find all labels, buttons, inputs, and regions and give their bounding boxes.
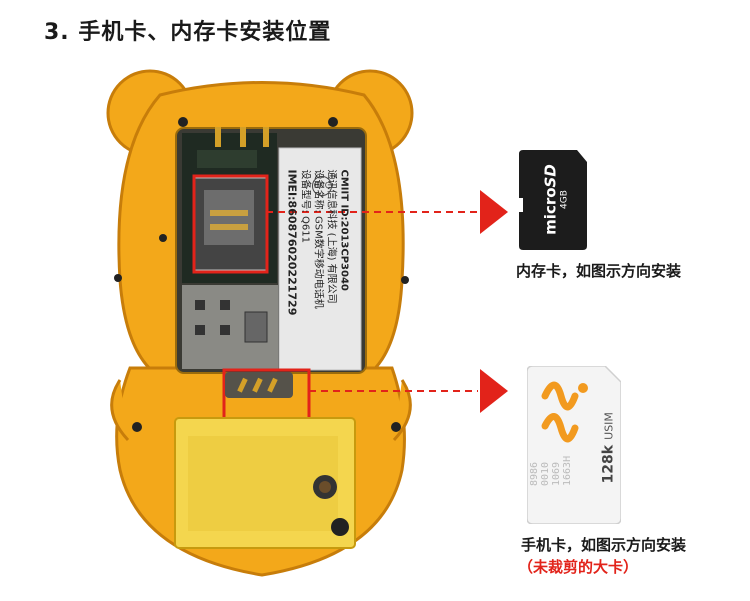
sim-card-caption: 手机卡，如图示方向安装 (521, 536, 687, 554)
sim-card: 128k USIM 8986 0010 1069 1663H (527, 366, 621, 524)
sticker-cmiit: CMIIT ID:2013CP3040 (338, 169, 350, 291)
microsd-sd-logo: SD (541, 164, 560, 188)
microsd-card: microSD 4GB (519, 150, 587, 250)
sticker-model: 设备型号: Q611 (299, 169, 311, 244)
page-title: 3. 手机卡、内存卡安装位置 (44, 20, 332, 45)
microsd-highlight-box (192, 174, 269, 274)
ccc-mark: CCC (312, 176, 332, 196)
sim-capacity: 128k (600, 444, 617, 484)
microsd-capacity: 4GB (559, 190, 570, 209)
sticker-imei: IMEI:860876020221729 (285, 169, 299, 316)
sim-type: USIM (602, 412, 616, 440)
sim-arrow (480, 369, 508, 413)
corner-badge (331, 518, 349, 536)
sticker-maker: 通讯信息科技 (上海) 有限公司 (325, 169, 337, 304)
microsd-brand: micro (541, 187, 560, 235)
memory-card-caption: 内存卡，如图示方向安装 (516, 262, 682, 280)
sim-card-note: （未裁剪的大卡） (518, 558, 639, 576)
sticker-name: 设备名称: GSM数字移动电话机 (312, 169, 324, 309)
sim-serial: 8986 0010 1069 1663H (529, 455, 573, 486)
microsd-arrow (480, 190, 508, 234)
